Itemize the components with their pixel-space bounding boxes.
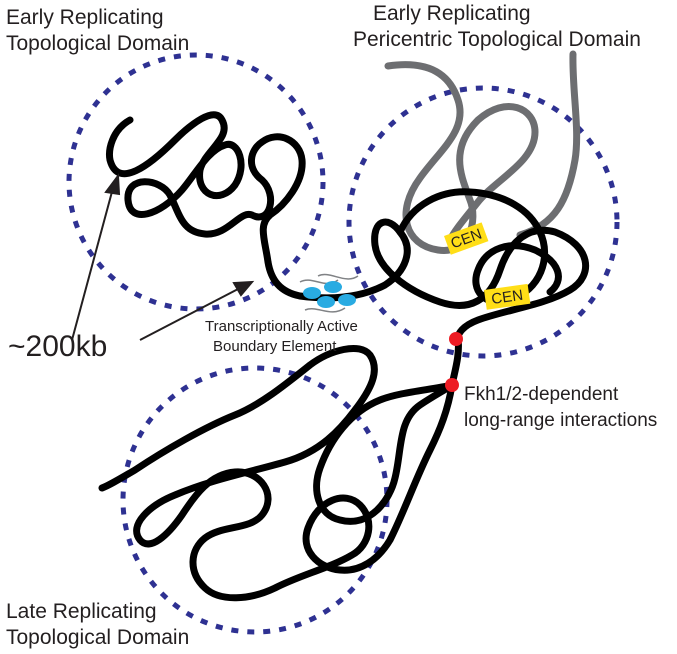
cen-box-2: CEN xyxy=(484,283,531,310)
interaction-dot-lower xyxy=(445,378,459,392)
fkh-label-1: Fkh1/2-dependent xyxy=(464,384,619,405)
late-domain-label-1: Late Replicating xyxy=(6,600,157,623)
chromatin-early xyxy=(106,111,306,300)
early-domain-label-2: Topological Domain xyxy=(6,32,190,55)
cen-box-1: CEN xyxy=(444,222,489,255)
fkh-label-2: long-range interactions xyxy=(464,410,658,431)
boundary-element xyxy=(299,273,359,313)
cen-label-2: CEN xyxy=(490,287,524,308)
pericentric-strand-left xyxy=(384,61,539,254)
boundary-label-2: Boundary Element xyxy=(213,338,337,355)
boundary-protein-4 xyxy=(338,294,356,306)
boundary-protein-1 xyxy=(303,287,321,299)
size-label: ~200kb xyxy=(8,330,108,363)
pericentric-domain-label-1: Early Replicating xyxy=(373,2,531,25)
chromatin-late-loop xyxy=(313,381,456,525)
size-arrows xyxy=(71,173,255,341)
late-domain-label-2: Topological Domain xyxy=(6,626,190,649)
pericentric-domain-label-2: Pericentric Topological Domain xyxy=(353,28,641,51)
early-domain-circle xyxy=(66,52,326,312)
early-domain-label-1: Early Replicating xyxy=(6,6,164,29)
interaction-dot-upper xyxy=(449,332,463,346)
boundary-label-1: Transcriptionally Active xyxy=(205,318,358,335)
boundary-protein-3 xyxy=(317,296,335,308)
chromatin-late xyxy=(98,334,462,602)
pericentric-strand-right xyxy=(516,50,581,239)
boundary-protein-2 xyxy=(324,281,342,293)
pericentric-domain-circle xyxy=(346,85,620,359)
